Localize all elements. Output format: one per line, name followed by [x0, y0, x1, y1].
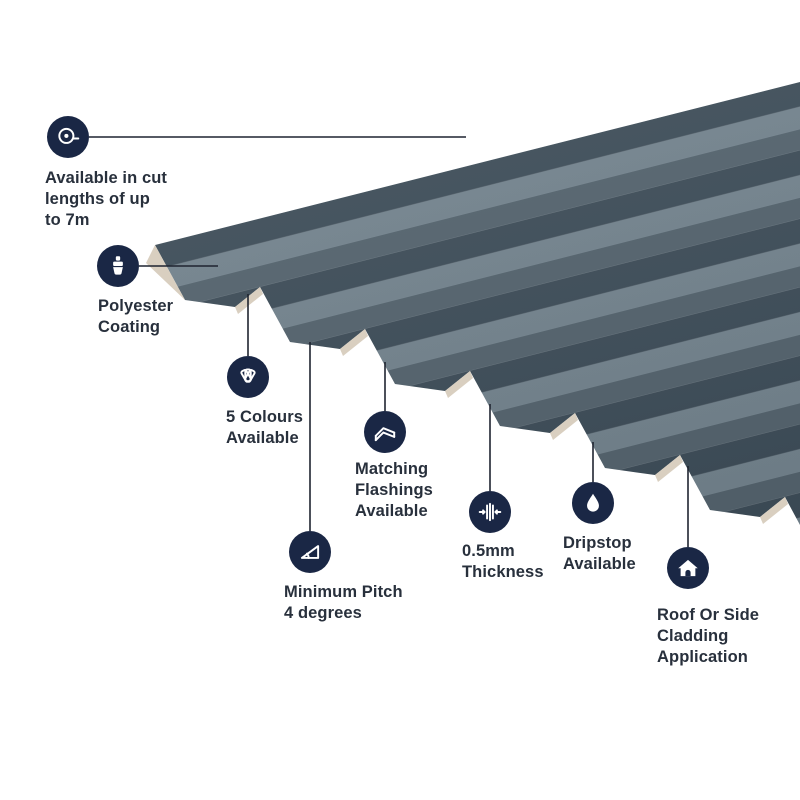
label-line: Matching — [355, 460, 429, 478]
sheet-cut-edge — [235, 287, 263, 314]
label-line: Coating — [98, 318, 161, 337]
callout-label: Dripstop Available — [563, 533, 636, 575]
label-line: Thickness — [462, 563, 544, 582]
label-line: Available in cut — [45, 169, 168, 187]
callout-label: 0.5mm Thickness — [462, 541, 544, 583]
water-drop-icon — [572, 482, 614, 524]
label-line: 0.5mm — [462, 542, 515, 560]
label-line: to 7m — [45, 211, 90, 230]
label-line: Polyester — [98, 297, 174, 315]
callout-label: Minimum Pitch 4 degrees — [284, 582, 403, 624]
label-line: Available — [355, 502, 428, 521]
label-line: Minimum Pitch — [284, 583, 403, 601]
thickness-icon — [469, 491, 511, 533]
callout-label: Roof Or Side Cladding Application — [657, 605, 759, 668]
sheet-cut-edge — [340, 329, 368, 356]
house-icon — [667, 547, 709, 589]
callout-label: Polyester Coating — [98, 296, 173, 338]
label-line: 4 degrees — [284, 604, 362, 623]
callout-label: Matching Flashings Available — [355, 459, 433, 522]
callout-label: 5 Colours Available — [226, 407, 303, 449]
label-line: Available — [563, 555, 636, 574]
label-line: Cladding — [657, 627, 729, 646]
flashing-icon — [364, 411, 406, 453]
label-line: lengths of up — [45, 190, 150, 209]
sheet-cut-edge — [445, 371, 473, 398]
label-line: 5 Colours — [226, 408, 303, 426]
label-line: Dripstop — [563, 534, 632, 552]
label-line: Roof Or Side — [657, 606, 760, 624]
sheet-cut-edge — [655, 455, 683, 482]
sheet-cut-edge — [760, 497, 788, 524]
colour-swatch-icon — [227, 356, 269, 398]
tape-measure-icon — [47, 116, 89, 158]
callout-connector-lines — [89, 136, 689, 547]
sheet-cut-edge — [146, 245, 185, 300]
callout-label: Available in cut lengths of up to 7m — [45, 168, 167, 231]
label-line: Application — [657, 648, 748, 667]
pitch-angle-icon — [289, 531, 331, 573]
label-line: Flashings — [355, 481, 433, 500]
paintbrush-icon — [97, 245, 139, 287]
label-line: Available — [226, 429, 299, 448]
sheet-cut-edge — [550, 413, 578, 440]
